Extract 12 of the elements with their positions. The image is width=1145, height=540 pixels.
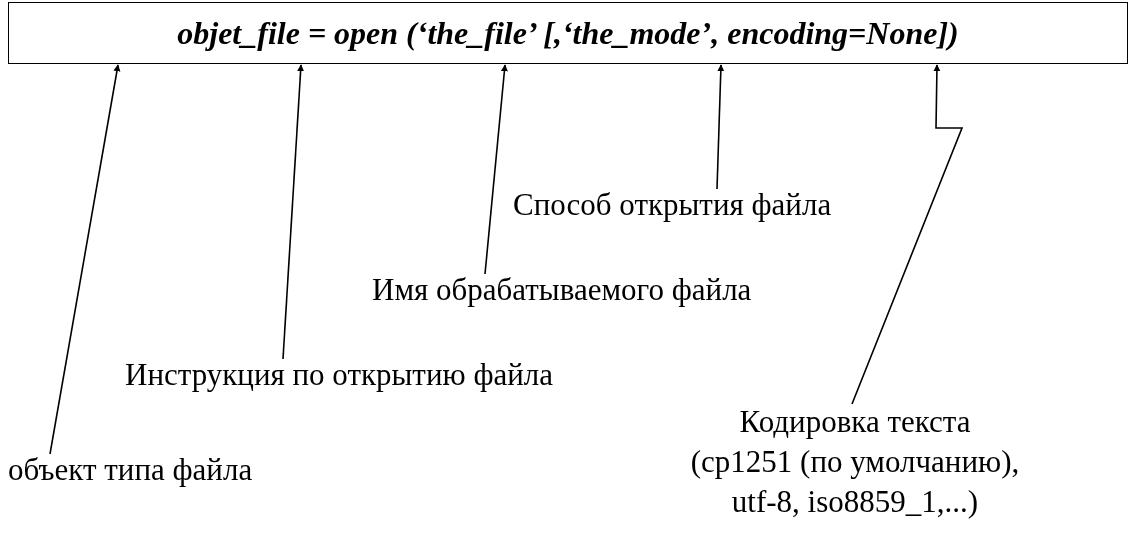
leader-line bbox=[49, 64, 121, 455]
leader-line bbox=[716, 64, 725, 190]
annotation-label: Имя обрабатываемого файла bbox=[372, 272, 752, 308]
annotation-label: Инструкция по открытию файла bbox=[125, 357, 554, 393]
code-line: objet_file = open (‘the_file’ [,‘the_mode’, encoding=None]) bbox=[177, 14, 959, 52]
annotation-label: Кодировка текста (cp1251 (по умолчанию), utf-8, iso8859_1,...) bbox=[690, 402, 1020, 522]
annotation-label: объект типа файла bbox=[8, 452, 253, 488]
code-box bbox=[8, 2, 1128, 64]
annotation-label: Способ открытия файла bbox=[513, 187, 832, 223]
leader-line bbox=[851, 64, 964, 405]
leader-line bbox=[282, 64, 305, 360]
leader-line bbox=[484, 64, 508, 275]
